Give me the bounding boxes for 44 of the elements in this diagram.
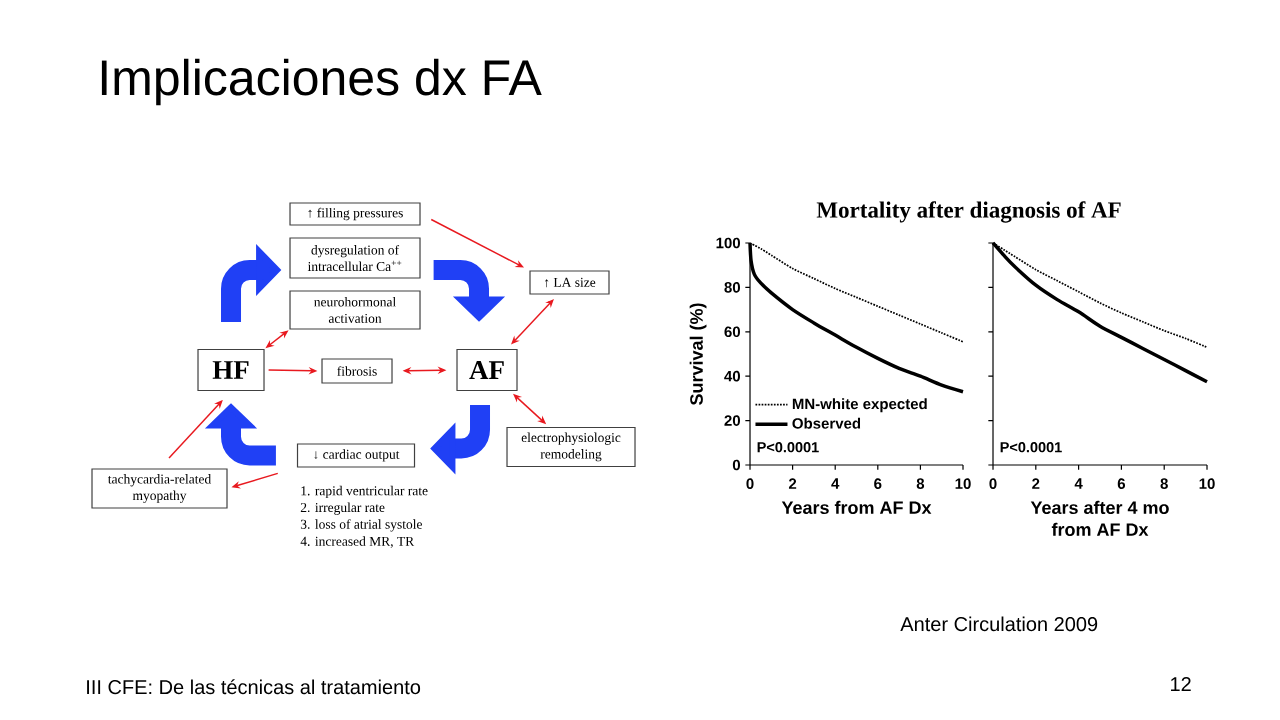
y-tick-label: 100 [716,237,740,249]
y-tick-label: 80 [724,282,740,293]
x-tick-label: 6 [874,478,882,489]
text-box: HF [197,348,265,392]
page-number: 12 [1171,677,1191,691]
x-tick-label: 6 [1117,478,1126,489]
annotation: P<0.0001 [757,442,819,453]
text-box: AF [456,348,518,392]
annotation: P<0.0001 [1000,442,1062,453]
list-item: 4. increased MR, TR [300,536,415,548]
list-item: 3. loss of atrial systole [300,519,422,532]
y-tick-label: 0 [732,459,740,471]
legend-label: Observed [792,417,861,429]
text-box: tachycardia-related myopathy [91,468,228,509]
y-axis-title: Survival (%) [689,303,707,405]
x-tick-label: 4 [831,478,840,489]
text-box: ↑ LA size [529,270,610,295]
footer-text: III CFE: De las técnicas al tratamiento [87,679,421,695]
x-tick-label: 0 [989,478,997,489]
x-axis-title: Years after 4 mo from AF Dx [1030,500,1169,536]
x-tick-label: 8 [1160,478,1168,489]
x-tick-label: 10 [955,478,971,489]
x-tick-label: 0 [746,478,754,489]
text-box: dysregulation of intracellular Ca$^{++}$ [289,237,421,279]
list-item: 2. irregular rate [300,502,385,515]
y-tick-label: 40 [724,370,740,382]
slide-title: Implicaciones dx FA [101,58,542,106]
x-axis-title: Years from AF Dx [781,500,932,515]
text-box: fibrosis [321,358,393,384]
text-box: neurohormonal activation [289,290,421,330]
citation: Anter Circulation 2009 [900,616,1098,632]
legend-label: MN-white expected [792,398,927,413]
chart-title: Mortality after diagnosis of AF [816,201,1121,223]
x-tick-label: 8 [916,478,925,489]
text-box: ↓ cardiac output [296,443,416,468]
x-tick-label: 10 [1199,478,1215,489]
x-tick-label: 4 [1074,478,1083,489]
x-tick-label: 2 [1032,478,1040,489]
text-box: ↑ filling pressures [289,202,421,226]
x-tick-label: 2 [788,478,797,489]
y-tick-label: 20 [724,415,740,426]
text-box: electrophysiologic remodeling [506,426,636,468]
list-item: 1. rapid ventricular rate [301,485,428,499]
y-tick-label: 60 [724,326,740,338]
